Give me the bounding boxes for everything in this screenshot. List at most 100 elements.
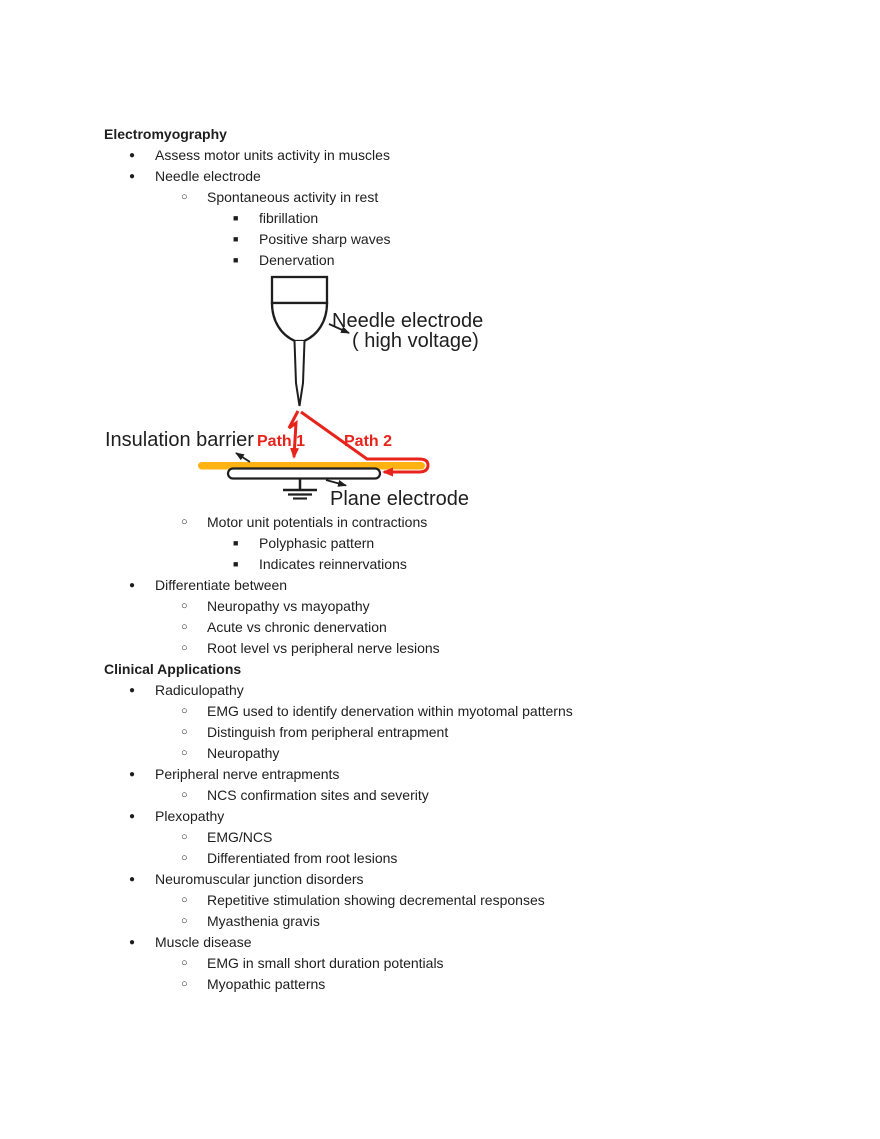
line-text: Clinical Applications: [104, 661, 242, 677]
bullet-icon: ●: [129, 580, 136, 591]
line-text: Neuropathy: [207, 745, 280, 761]
line-text: Denervation: [259, 252, 335, 268]
path1-label: Path 1: [257, 433, 305, 450]
bullet-icon: ○: [181, 705, 188, 717]
list-item: ■ Polyphasic pattern: [0, 533, 880, 554]
bullet-icon: ○: [181, 957, 188, 969]
bullet-icon: ●: [129, 150, 136, 161]
path1-arrow: [287, 410, 300, 459]
bullet-icon: ○: [181, 642, 188, 654]
list-item: ○ EMG/NCS: [0, 827, 880, 848]
bullet-icon: ■: [233, 213, 239, 223]
line-text: EMG in small short duration potentials: [207, 955, 444, 971]
bullet-icon: ○: [181, 600, 188, 612]
list-item: ○ Differentiated from root lesions: [0, 848, 880, 869]
bullet-icon: ●: [129, 811, 136, 822]
list-item: ● Plexopathy: [0, 806, 880, 827]
bullet-icon: ●: [129, 769, 136, 780]
line-text: fibrillation: [259, 210, 319, 226]
list-item: ● Radiculopathy: [0, 680, 880, 701]
line-text: Repetitive stimulation showing decrement…: [207, 892, 545, 908]
line-text: Indicates reinnervations: [259, 556, 407, 572]
list-item: ■ Indicates reinnervations: [0, 554, 880, 575]
line-text: Distinguish from peripheral entrapment: [207, 724, 449, 740]
path2-label: Path 2: [344, 433, 392, 450]
list-item: ● Neuromuscular junction disorders: [0, 869, 880, 890]
line-text: Myopathic patterns: [207, 976, 326, 992]
line-text: Positive sharp waves: [259, 231, 391, 247]
bullet-icon: ○: [181, 516, 188, 528]
line-text: Electromyography: [104, 126, 227, 142]
list-item: ○ Root level vs peripheral nerve lesions: [0, 638, 880, 659]
plane-electrode-bar: [226, 467, 382, 480]
bullet-icon: ○: [181, 726, 188, 738]
list-item: ○ Repetitive stimulation showing decreme…: [0, 890, 880, 911]
list-item: ● Assess motor units activity in muscles: [0, 145, 880, 166]
bullet-icon: ●: [129, 171, 136, 182]
insulation-label-arrow: [235, 452, 251, 463]
plane-electrode-label: Plane electrode: [330, 488, 469, 510]
line-text: Differentiate between: [155, 577, 288, 593]
list-item: ○ Distinguish from peripheral entrapment: [0, 722, 880, 743]
list-item: ○ Spontaneous activity in rest: [0, 187, 880, 208]
ground-icon: [283, 478, 317, 500]
section-heading: Electromyography: [0, 124, 880, 145]
bullet-icon: ○: [181, 852, 188, 864]
emg-electrode-diagram: Needle electrode ( high voltage) Insulat…: [0, 271, 880, 512]
line-text: Spontaneous activity in rest: [207, 189, 379, 205]
line-text: Muscle disease: [155, 934, 252, 950]
line-text: Plexopathy: [155, 808, 225, 824]
line-text: Motor unit potentials in contractions: [207, 514, 428, 530]
list-item: ○ Neuropathy vs mayopathy: [0, 596, 880, 617]
line-text: Needle electrode: [155, 168, 261, 184]
needle-electrode-shape: [270, 275, 329, 407]
list-item: ■ Positive sharp waves: [0, 229, 880, 250]
bullet-icon: ■: [233, 559, 239, 569]
list-item: ○ NCS confirmation sites and severity: [0, 785, 880, 806]
line-text: Root level vs peripheral nerve lesions: [207, 640, 440, 656]
list-item: ● Needle electrode: [0, 166, 880, 187]
line-text: Assess motor units activity in muscles: [155, 147, 390, 163]
line-text: EMG used to identify denervation within …: [207, 703, 573, 719]
bullet-icon: ○: [181, 789, 188, 801]
line-text: Polyphasic pattern: [259, 535, 375, 551]
bullet-icon: ○: [181, 831, 188, 843]
document-body: Electromyography ● Assess motor units ac…: [0, 124, 880, 995]
bullet-icon: ■: [233, 255, 239, 265]
high-voltage-label: ( high voltage): [352, 330, 479, 352]
bullet-icon: ○: [181, 978, 188, 990]
insulation-barrier-label: Insulation barrier: [105, 429, 254, 451]
bullet-icon: ■: [233, 538, 239, 548]
list-item: ■ fibrillation: [0, 208, 880, 229]
line-text: Radiculopathy: [155, 682, 244, 698]
list-item: ○ EMG used to identify denervation withi…: [0, 701, 880, 722]
list-item: ○ Acute vs chronic denervation: [0, 617, 880, 638]
bullet-icon: ○: [181, 915, 188, 927]
bullet-icon: ●: [129, 685, 136, 696]
bullet-icon: ●: [129, 937, 136, 948]
line-text: Myasthenia gravis: [207, 913, 320, 929]
bullet-icon: ■: [233, 234, 239, 244]
bullet-icon: ○: [181, 621, 188, 633]
outline-section-electromyography: Electromyography ● Assess motor units ac…: [0, 124, 880, 271]
line-text: Acute vs chronic denervation: [207, 619, 387, 635]
plane-label-arrow: [325, 479, 347, 487]
list-item: ○ Myasthenia gravis: [0, 911, 880, 932]
path2-arrow: [300, 410, 430, 477]
line-text: EMG/NCS: [207, 829, 273, 845]
line-text: Neuropathy vs mayopathy: [207, 598, 370, 614]
outline-section-clinical-applications: ○ Motor unit potentials in contractions …: [0, 512, 880, 995]
list-item: ○ EMG in small short duration potentials: [0, 953, 880, 974]
list-item: ○ Neuropathy: [0, 743, 880, 764]
bullet-icon: ○: [181, 894, 188, 906]
bullet-icon: ○: [181, 191, 188, 203]
list-item: ● Peripheral nerve entrapments: [0, 764, 880, 785]
list-item: ○ Myopathic patterns: [0, 974, 880, 995]
bullet-icon: ●: [129, 874, 136, 885]
line-text: NCS confirmation sites and severity: [207, 787, 429, 803]
list-item: ■ Denervation: [0, 250, 880, 271]
list-item: ● Muscle disease: [0, 932, 880, 953]
line-text: Neuromuscular junction disorders: [155, 871, 364, 887]
needle-electrode-label: Needle electrode: [332, 310, 483, 332]
